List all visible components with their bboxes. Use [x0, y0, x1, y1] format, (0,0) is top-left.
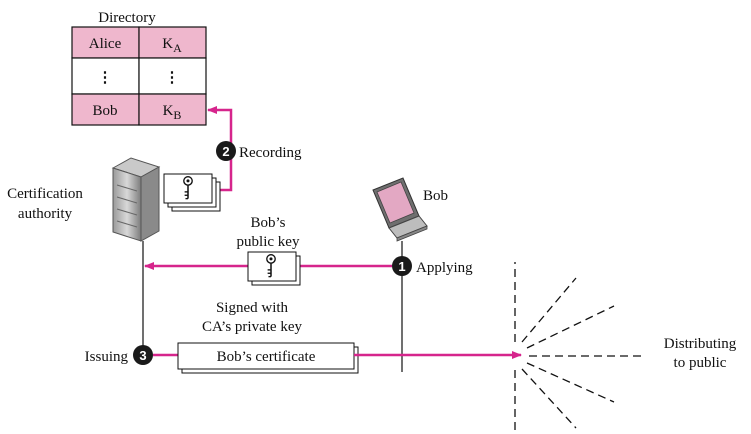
directory-cell-alice-name: [71, 26, 140, 59]
directory-key-alice: KA: [162, 36, 182, 55]
signed-label-line1: Signed with: [216, 300, 289, 316]
directory-cell-bob-name: [71, 93, 140, 126]
server-icon: [111, 157, 161, 242]
directory: Directory Alice KA ⋮ ⋮ Bob KB: [71, 10, 207, 126]
public-key-box: [247, 251, 301, 286]
step-3-label: Issuing: [85, 349, 129, 365]
certificate-label: Bob’s certificate: [217, 349, 316, 365]
step-2-number: 2: [222, 144, 229, 159]
step-2-label: Recording: [239, 145, 302, 161]
directory-name-alice: Alice: [89, 36, 122, 52]
step-3-number: 3: [139, 348, 146, 363]
distributing-label-line1: Distributing: [664, 336, 737, 352]
distribution-burst: [514, 262, 645, 432]
directory-cell-dots-key: [138, 57, 207, 95]
signed-label-line2: CA’s private key: [202, 319, 302, 335]
laptop-icon: [372, 177, 428, 242]
ca-key-box: [163, 173, 221, 212]
directory-key-bob: KB: [163, 103, 182, 122]
step-1-number: 1: [398, 259, 405, 274]
directory-name-ellipsis: ⋮: [98, 70, 113, 86]
public-key-label-line1: Bob’s: [250, 215, 285, 231]
step-2-badge: [216, 141, 236, 161]
public-key-label-line2: public key: [237, 234, 300, 250]
step-3-badge: [133, 345, 153, 365]
certification-authority-label-line2: authority: [18, 206, 73, 222]
certificate-box: [177, 342, 359, 374]
step-1-badge: [392, 256, 412, 276]
bob-label: Bob: [423, 188, 448, 204]
certification-authority-label-line1: Certification: [7, 186, 83, 202]
directory-key-ellipsis: ⋮: [165, 70, 180, 86]
distributing-label-line2: to public: [674, 355, 727, 371]
directory-title: Directory: [98, 10, 156, 26]
directory-cell-bob-key: [138, 93, 207, 126]
step-1-label: Applying: [416, 260, 473, 276]
directory-cell-alice-key: [138, 26, 207, 59]
directory-name-bob: Bob: [92, 103, 117, 119]
